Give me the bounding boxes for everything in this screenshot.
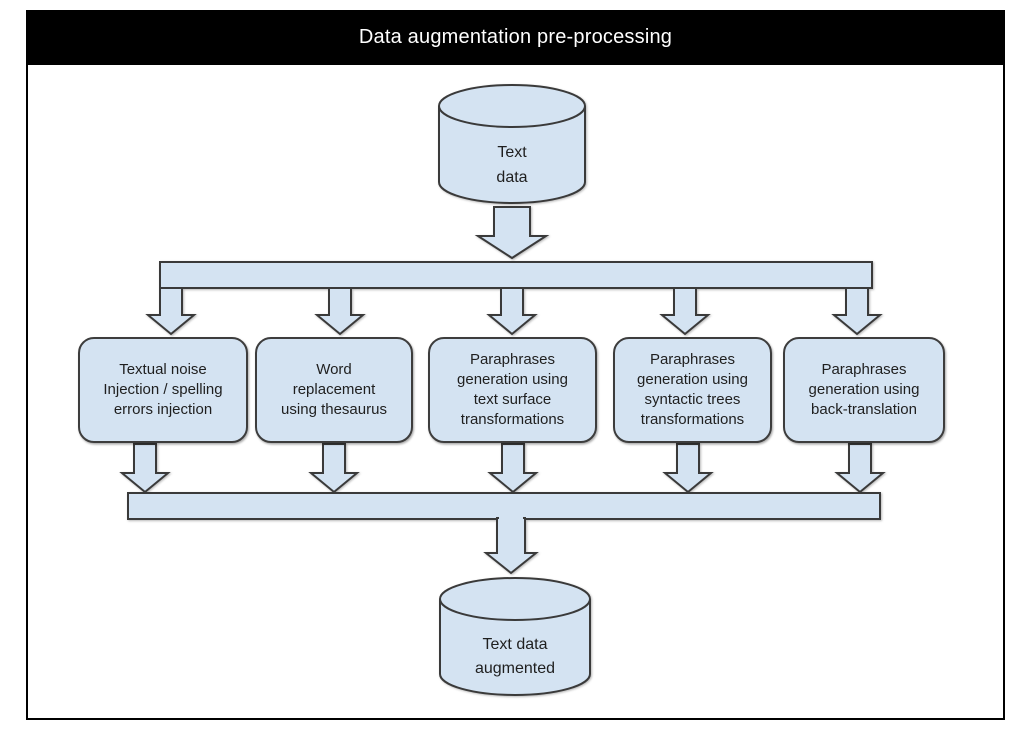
flow-arrow-bar-to-output bbox=[483, 517, 539, 575]
output-cylinder bbox=[439, 577, 591, 696]
distribution-bar-top bbox=[159, 261, 873, 289]
diagram-title-bar: Data augmentation pre-processing bbox=[26, 10, 1005, 65]
merge-arrow-3 bbox=[487, 443, 539, 494]
branch-arrow-5 bbox=[831, 286, 883, 336]
merge-arrow-5 bbox=[834, 443, 886, 494]
method-box-label: Paraphrases generation using text surfac… bbox=[457, 351, 568, 428]
branch-arrow-3 bbox=[486, 286, 538, 336]
flow-arrow-source-to-bar bbox=[474, 206, 550, 260]
merge-arrow-1 bbox=[119, 443, 171, 494]
method-box-label: Paraphrases generation using syntactic t… bbox=[637, 351, 748, 428]
diagram-title: Data augmentation pre-processing bbox=[358, 26, 673, 48]
source-cylinder bbox=[438, 84, 586, 204]
branch-arrow-2 bbox=[314, 286, 366, 336]
method-box-syntactic-trees: Paraphrases generation using syntactic t… bbox=[613, 337, 772, 443]
method-box-label: Textual noise Injection / spelling error… bbox=[103, 361, 223, 418]
distribution-bar-bottom bbox=[127, 492, 881, 520]
merge-arrow-4 bbox=[662, 443, 714, 494]
branch-arrow-1 bbox=[145, 286, 197, 336]
branch-arrow-4 bbox=[659, 286, 711, 336]
bar-arrow-join-mask bbox=[499, 516, 523, 521]
merge-arrow-2 bbox=[308, 443, 360, 494]
method-box-word-replacement: Word replacement using thesaurus bbox=[255, 337, 413, 443]
method-box-back-translation: Paraphrases generation using back-transl… bbox=[783, 337, 945, 443]
method-box-label: Word replacement using thesaurus bbox=[281, 361, 387, 418]
method-box-label: Paraphrases generation using back-transl… bbox=[808, 361, 920, 418]
method-box-textual-noise: Textual noise Injection / spelling error… bbox=[78, 337, 248, 443]
method-box-text-surface: Paraphrases generation using text surfac… bbox=[428, 337, 597, 443]
source-cylinder-label: Text data bbox=[496, 144, 528, 186]
output-cylinder-label: Text data augmented bbox=[474, 636, 556, 677]
